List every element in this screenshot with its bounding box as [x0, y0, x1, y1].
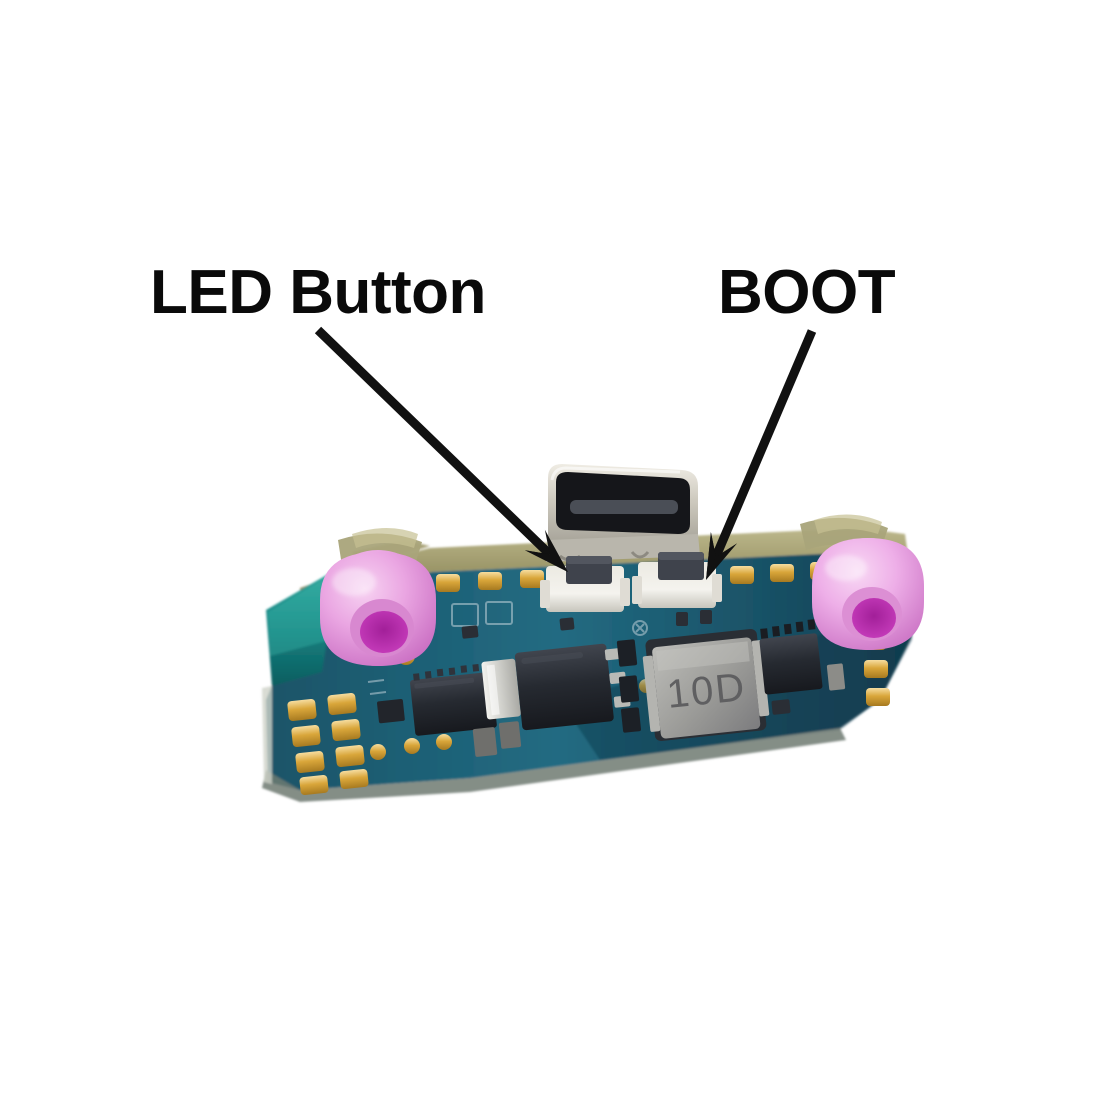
right-grommet [800, 514, 924, 650]
callout-label-led-button: LED Button [150, 258, 486, 327]
pcb-bottom-edge [262, 728, 846, 802]
qfn-ic [410, 664, 497, 736]
left-grommet [320, 528, 436, 666]
pcb-left-cut-edge [262, 686, 272, 784]
power-inductor: 10D [642, 629, 770, 741]
castellated-pads-left [287, 692, 369, 796]
boot-push-button[interactable] [632, 552, 722, 608]
smd-passives [461, 610, 712, 757]
castellated-pads-top-left [436, 570, 544, 592]
usb-c-connector [546, 464, 700, 562]
led-push-button[interactable] [540, 556, 630, 612]
pcb-top-edge-strip [300, 528, 908, 612]
inductor-marking: 10D [665, 665, 749, 717]
callout-label-boot: BOOT [718, 258, 896, 327]
sot-transistor-left [377, 699, 405, 724]
smd-passives-right [771, 663, 846, 715]
metal-capacitor [481, 658, 521, 720]
soic-ic [514, 643, 631, 731]
boot-arrow [706, 329, 817, 580]
led-button-arrow [314, 326, 568, 572]
right-ic [759, 619, 823, 695]
